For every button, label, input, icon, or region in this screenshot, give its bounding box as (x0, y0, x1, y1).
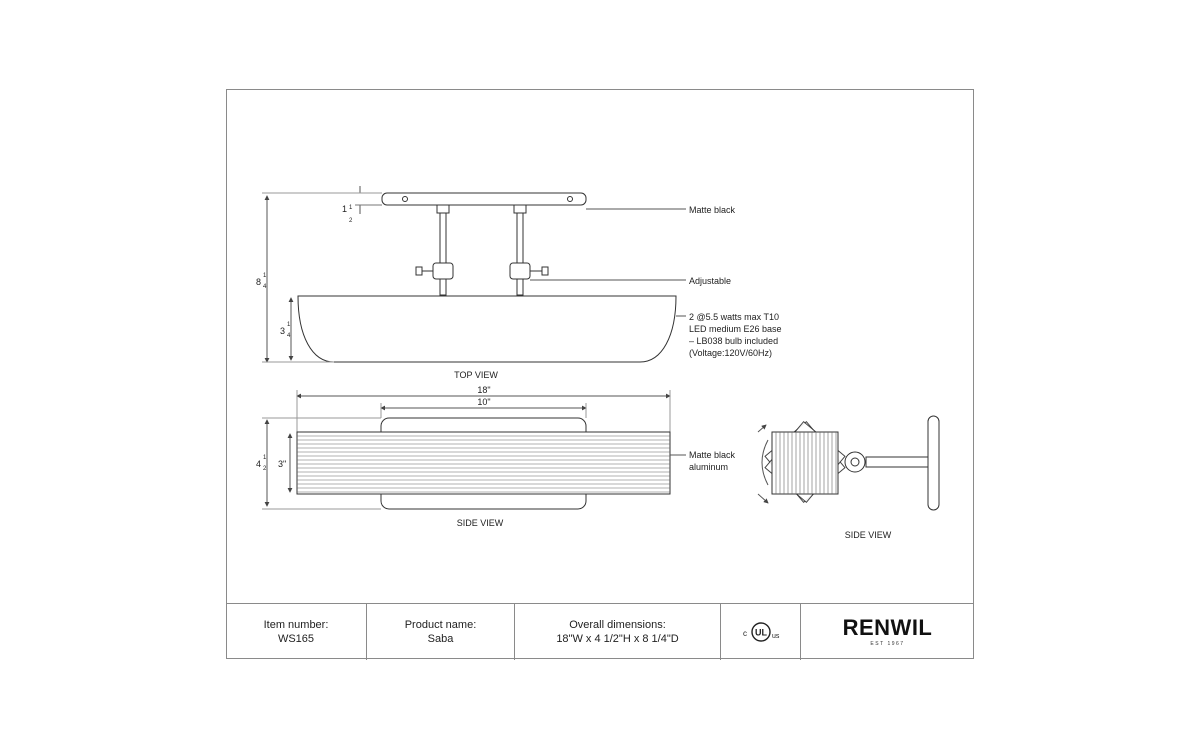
certification-cell: c UL us (721, 604, 801, 660)
svg-text:us: us (772, 633, 780, 640)
shade-side (771, 431, 839, 495)
svg-text:2: 2 (263, 466, 267, 472)
ul-listed-icon: c UL us (743, 622, 780, 642)
svg-text:– LB038 bulb included: – LB038 bulb included (689, 336, 778, 346)
side-view-right-label: SIDE VIEW (845, 530, 892, 540)
shade-flutes (297, 435, 670, 493)
svg-text:(Voltage:120V/60Hz): (Voltage:120V/60Hz) (689, 348, 772, 358)
top-view (262, 186, 686, 363)
svg-text:1: 1 (342, 204, 347, 214)
svg-text:1: 1 (287, 322, 291, 328)
svg-text:3: 3 (280, 326, 285, 336)
overall-dimensions-value: 18"W x 4 1/2"H x 8 1/4"D (556, 633, 679, 645)
arm-right (509, 204, 549, 296)
brand-logo: RENWIL (842, 615, 933, 640)
product-name-value: Saba (427, 633, 454, 645)
dim-shade-depth: 3 1 4 (280, 322, 291, 339)
product-name-label: Product name: (404, 619, 477, 631)
svg-text:1: 1 (263, 455, 267, 461)
wall-plate-side (927, 415, 940, 511)
product-name-cell: Product name: Saba (367, 604, 515, 660)
drawing-sheet (226, 89, 974, 659)
screw-right (567, 196, 573, 202)
svg-text:4: 4 (256, 459, 261, 469)
svg-text:2: 2 (349, 218, 353, 224)
screw-left (402, 196, 408, 202)
knuckle (844, 451, 866, 473)
svg-text:1: 1 (263, 273, 267, 279)
callout-arm: Adjustable (689, 276, 731, 286)
svg-text:aluminum: aluminum (689, 462, 728, 472)
brand-tagline: EST 1967 (870, 641, 905, 647)
svg-text:UL: UL (755, 628, 767, 638)
title-block: Item number: WS165 Product name: Saba Ov… (226, 603, 974, 660)
side-view-label: SIDE VIEW (457, 518, 504, 528)
callout-finish: Matte black (689, 205, 736, 215)
arm-left (415, 204, 454, 296)
svg-text:c: c (743, 629, 747, 638)
item-number-value: WS165 (277, 633, 315, 645)
svg-text:Matte black: Matte black (689, 450, 736, 460)
callout-shade: Matte black aluminum (689, 450, 736, 472)
shade-top (297, 295, 677, 363)
dim-width-total: 18" (477, 385, 490, 395)
dim-shade-height: 3" (278, 459, 286, 469)
svg-text:LED medium E26 base: LED medium E26 base (689, 324, 782, 334)
svg-text:4: 4 (287, 333, 291, 339)
svg-text:4: 4 (263, 284, 267, 290)
top-view-label: TOP VIEW (454, 370, 498, 380)
dim-width-backplate: 10" (477, 397, 490, 407)
backplate (381, 192, 587, 206)
svg-text:2 @5.5 watts max T10: 2 @5.5 watts max T10 (689, 312, 779, 322)
side-view-right (757, 415, 940, 511)
dim-depth: 8 1 4 (256, 273, 267, 290)
svg-text:8: 8 (256, 277, 261, 287)
arm-side (865, 456, 929, 468)
item-number-label: Item number: (263, 619, 329, 631)
overall-dimensions-label: Overall dimensions: (569, 619, 666, 631)
brand-cell: RENWIL EST 1967 (801, 604, 974, 660)
dim-height: 4 1 2 (256, 455, 267, 472)
side-shade-flutes (775, 432, 837, 494)
dim-backplate-thickness: 1 1 2 (342, 204, 353, 224)
svg-text:1: 1 (349, 205, 353, 211)
callout-bulb: 2 @5.5 watts max T10 LED medium E26 base… (689, 312, 782, 358)
side-view (262, 390, 686, 510)
item-number-cell: Item number: WS165 (226, 604, 367, 660)
shade-front (296, 431, 671, 495)
overall-dimensions-cell: Overall dimensions: 18"W x 4 1/2"H x 8 1… (515, 604, 721, 660)
